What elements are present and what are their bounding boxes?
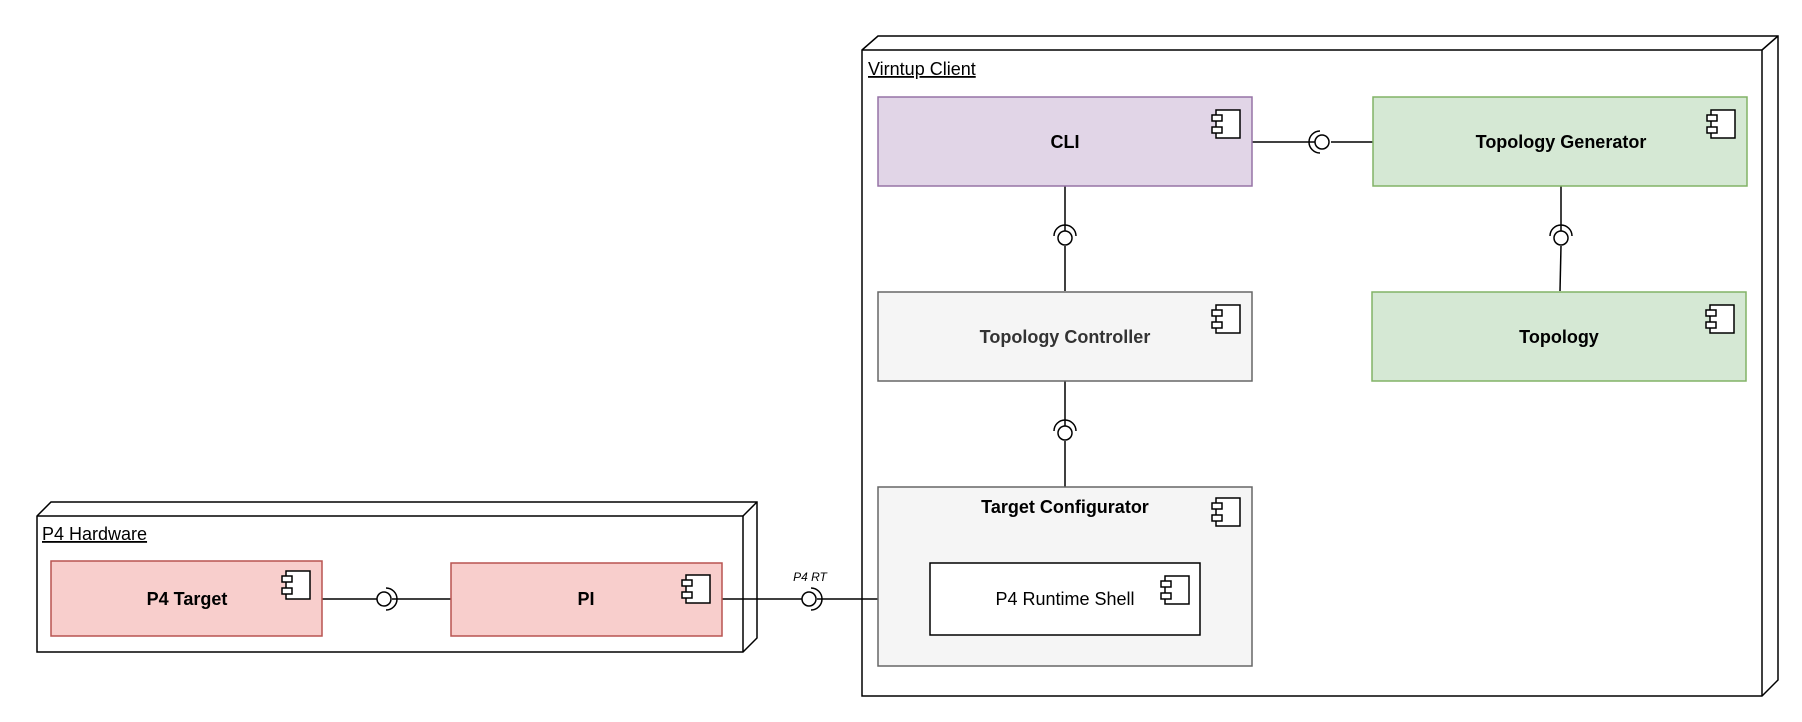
topology-box <box>1371 291 1747 382</box>
controller-configurator-ball <box>1057 425 1073 441</box>
p4-runtime-shell-component[interactable]: P4 Runtime Shell <box>929 562 1201 636</box>
component-icon <box>1705 304 1735 334</box>
component-icon <box>1160 575 1190 605</box>
pi-box <box>450 562 723 637</box>
pi-shell-edge-label: P4 RT <box>793 570 828 584</box>
topology-controller-component[interactable]: Topology Controller <box>877 291 1253 382</box>
topology-generator-label: Topology Generator <box>1476 132 1647 152</box>
p4-target-component[interactable]: P4 Target <box>50 560 323 637</box>
topology-generator-box <box>1372 96 1748 187</box>
cli-controller-ball <box>1057 230 1073 246</box>
virntup-client-title: Virntup Client <box>868 59 976 79</box>
pi-shell-ball <box>801 591 817 607</box>
component-icon <box>1706 109 1736 139</box>
target-pi-socket <box>385 587 398 611</box>
component-icon <box>681 574 711 604</box>
pi-shell-socket <box>810 587 823 611</box>
topology-controller-label: Topology Controller <box>980 327 1151 347</box>
cli-label: CLI <box>1051 132 1080 152</box>
component-icon <box>1211 109 1241 139</box>
p4-runtime-shell-label: P4 Runtime Shell <box>995 589 1134 609</box>
topology-controller-box <box>877 291 1253 382</box>
target-configurator-label: Target Configurator <box>981 497 1149 517</box>
cli-controller-socket <box>1053 224 1077 237</box>
component-icon <box>1211 304 1241 334</box>
p4-hardware-title: P4 Hardware <box>42 524 147 544</box>
connectors: P4 RT <box>322 130 1573 611</box>
generator-topology-wire-b <box>1559 245 1562 292</box>
p4-runtime-shell-box <box>929 562 1201 636</box>
controller-configurator-socket <box>1053 419 1077 432</box>
cli-box <box>877 96 1253 187</box>
component-icon <box>281 570 311 600</box>
target-pi-ball <box>376 591 392 607</box>
pi-label: PI <box>577 589 594 609</box>
generator-topology-ball <box>1553 230 1569 246</box>
p4-target-box <box>50 560 323 637</box>
cli-component[interactable]: CLI <box>877 96 1253 187</box>
topology-generator-component[interactable]: Topology Generator <box>1372 96 1748 187</box>
topology-label: Topology <box>1519 327 1599 347</box>
cli-generator-ball <box>1314 134 1330 150</box>
cli-generator-socket <box>1308 130 1321 154</box>
pi-component[interactable]: PI <box>450 562 723 637</box>
p4-target-label: P4 Target <box>147 589 228 609</box>
target-configurator-component[interactable]: Target Configurator P4 Runtime Shell <box>877 486 1253 667</box>
topology-component[interactable]: Topology <box>1371 291 1747 382</box>
generator-topology-socket <box>1549 224 1573 237</box>
component-icon <box>1211 497 1241 527</box>
